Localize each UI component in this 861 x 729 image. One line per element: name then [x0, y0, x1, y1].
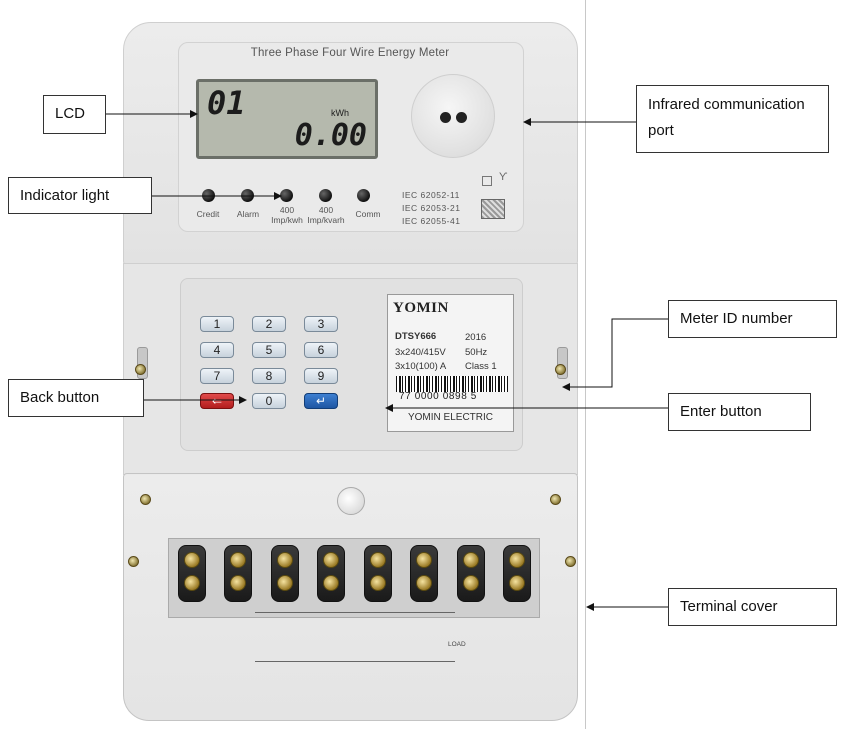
key-1[interactable]: 1: [200, 316, 234, 332]
terminal-5: [364, 545, 392, 602]
led-label-comm: Comm: [355, 209, 381, 219]
callout-infrared-port: Infrared communication port: [636, 85, 829, 153]
screw-icon: [140, 494, 151, 505]
callout-meter-id: Meter ID number: [668, 300, 837, 338]
barcode: [396, 376, 508, 392]
key-5[interactable]: 5: [252, 342, 286, 358]
meter-id-number: 77 0000 0898 5: [399, 391, 477, 402]
terminal-7: [457, 545, 485, 602]
standard-1: IEC 62052-11: [402, 190, 460, 200]
terminal-screw-icon: [416, 552, 432, 568]
callout-indicator-light: Indicator light: [8, 177, 152, 214]
lcd-unit: kWh: [331, 108, 349, 118]
screw-icon: [555, 364, 566, 375]
led-label-imp-kvarh: 400 Imp/kvarh: [307, 205, 345, 225]
meter-title: Three Phase Four Wire Energy Meter: [250, 47, 450, 59]
terminal-screw-icon: [509, 552, 525, 568]
terminal-screw-icon: [416, 575, 432, 591]
terminal-screw-icon: [370, 552, 386, 568]
key-9[interactable]: 9: [304, 368, 338, 384]
certification-logo-icon: [481, 199, 505, 219]
seal-knob-icon: [337, 487, 365, 515]
double-insulation-icon: [482, 176, 492, 186]
led-comm: [357, 189, 370, 202]
lcd-indicator-digits: 01: [207, 84, 246, 122]
wiring-diagram: [255, 612, 455, 662]
callout-lcd: LCD: [43, 95, 106, 134]
divider-line: [585, 0, 586, 729]
lcd-reading: 0.00: [294, 118, 367, 153]
led-label-imp-kwh: 400 Imp/kwh: [271, 205, 303, 225]
model-number: DTSY666: [395, 331, 437, 342]
key-7[interactable]: 7: [200, 368, 234, 384]
led-imp-kvarh: [319, 189, 332, 202]
screw-icon: [550, 494, 561, 505]
terminal-screw-icon: [370, 575, 386, 591]
callout-back-button: Back button: [8, 379, 144, 417]
terminal-screw-icon: [463, 552, 479, 568]
key-8[interactable]: 8: [252, 368, 286, 384]
terminal-screw-icon: [277, 552, 293, 568]
terminal-screw-icon: [323, 575, 339, 591]
infrared-port: [411, 74, 495, 158]
key-2[interactable]: 2: [252, 316, 286, 332]
terminal-6: [410, 545, 438, 602]
terminal-screw-icon: [509, 575, 525, 591]
callout-enter-button: Enter button: [668, 393, 811, 431]
terminal-1: [178, 545, 206, 602]
mounting-bracket: [137, 347, 148, 379]
led-imp-kwh: [280, 189, 293, 202]
company-name: YOMIN ELECTRIC: [407, 412, 493, 423]
arrow-meter-id: [562, 318, 668, 391]
enter-button[interactable]: ↵: [304, 393, 338, 409]
key-6[interactable]: 6: [304, 342, 338, 358]
terminal-screw-icon: [184, 552, 200, 568]
callout-terminal-cover: Terminal cover: [668, 588, 837, 626]
rated-voltage: 3x240/415V: [395, 347, 446, 358]
key-0[interactable]: 0: [252, 393, 286, 409]
nameplate: [387, 294, 514, 432]
screw-icon: [565, 556, 576, 567]
terminal-2: [224, 545, 252, 602]
terminal-screw-icon: [323, 552, 339, 568]
terminal-screw-icon: [230, 552, 246, 568]
rated-frequency: 50Hz: [465, 347, 488, 358]
led-label-credit: Credit: [196, 209, 220, 219]
ir-lens-icon: [440, 112, 451, 123]
mounting-bracket: [557, 347, 568, 379]
screw-icon: [135, 364, 146, 375]
lcd-display: 01 kWh 0.00: [196, 79, 378, 159]
manufacture-year: 2016: [465, 332, 487, 343]
ir-lens-icon: [456, 112, 467, 123]
standard-2: IEC 62053-21: [402, 203, 461, 213]
accuracy-class: Class 1: [465, 361, 497, 372]
rated-current: 3x10(100) A: [395, 361, 447, 372]
led-label-alarm: Alarm: [236, 209, 260, 219]
terminal-screw-icon: [230, 575, 246, 591]
terminal-3: [271, 545, 299, 602]
terminal-screw-icon: [184, 575, 200, 591]
load-label: LOAD: [448, 641, 466, 648]
standard-3: IEC 62055-41: [402, 216, 461, 226]
key-4[interactable]: 4: [200, 342, 234, 358]
screw-icon: [128, 556, 139, 567]
brand-logo: YOMIN: [393, 300, 449, 316]
antenna-icon: Ƴ: [499, 171, 508, 183]
terminal-4: [317, 545, 345, 602]
terminal-screw-icon: [277, 575, 293, 591]
key-3[interactable]: 3: [304, 316, 338, 332]
back-button[interactable]: ⇐: [200, 393, 234, 409]
terminal-screw-icon: [463, 575, 479, 591]
terminal-8: [503, 545, 531, 602]
